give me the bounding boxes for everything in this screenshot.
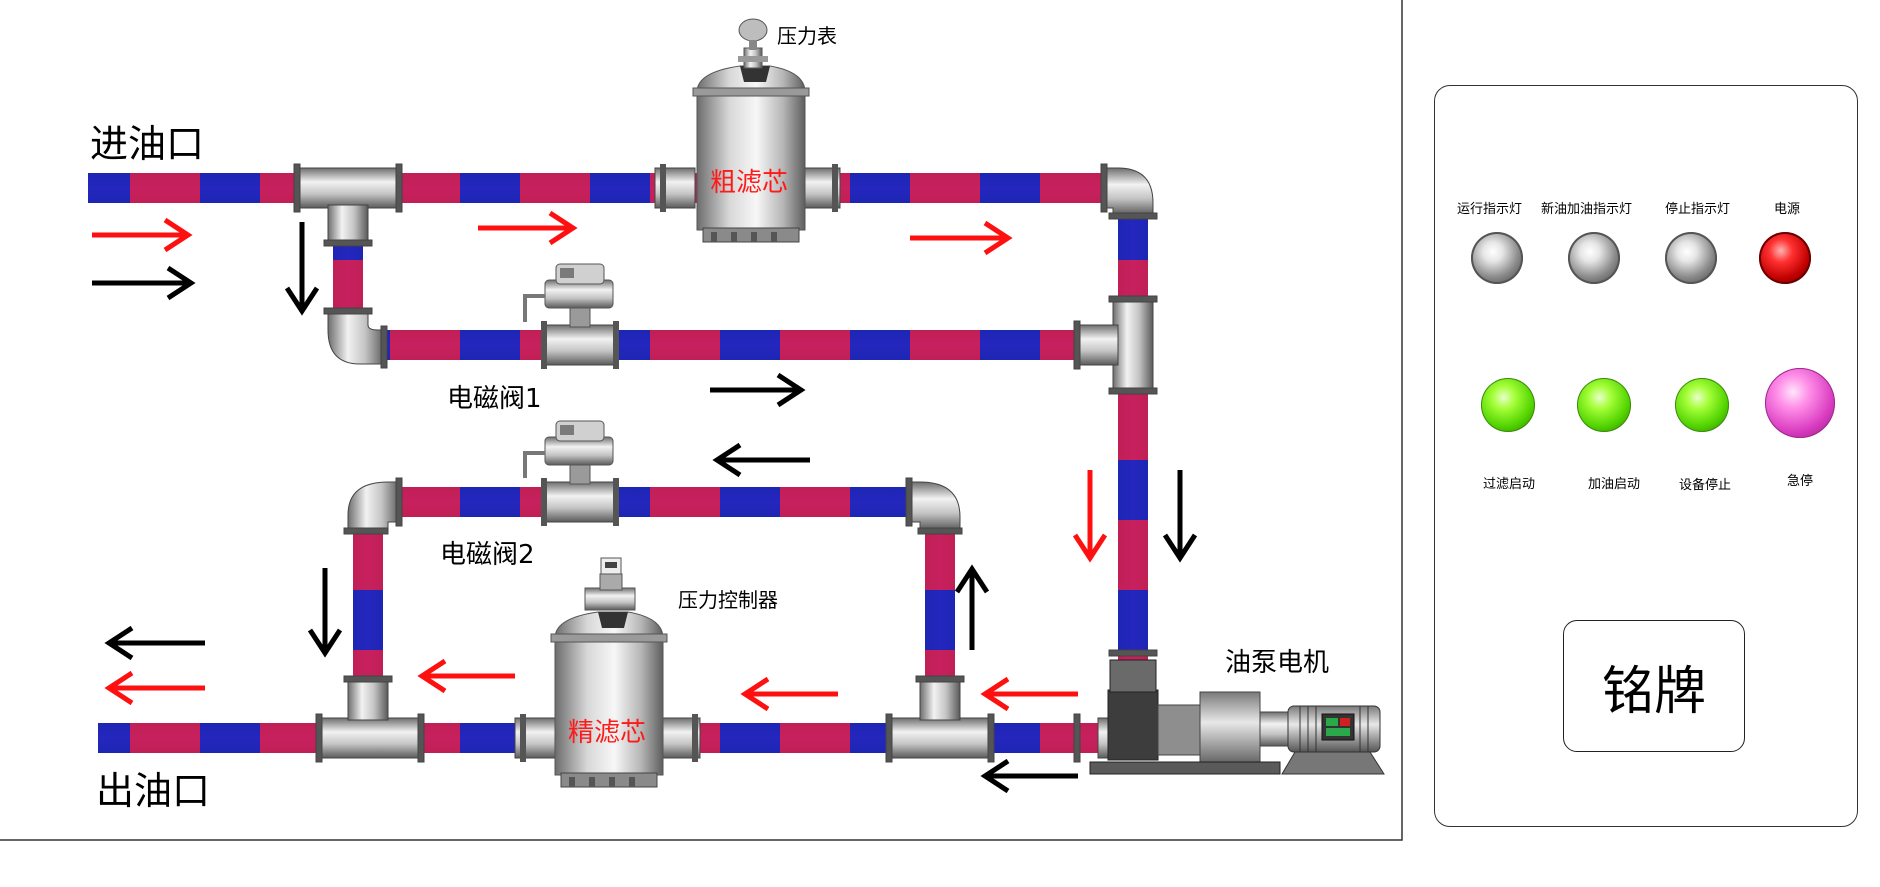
arrow-black-left-2 — [104, 625, 205, 661]
pressure-gauge-label: 压力表 — [777, 24, 837, 48]
arrow-red-right-2 — [478, 210, 578, 246]
coarse-filter-label: 粗滤芯 — [710, 168, 789, 198]
indicator-label-refuel: 新油加油指示灯 — [1541, 202, 1633, 217]
arrow-red-right-1 — [92, 217, 193, 253]
pressure-controller-label: 压力控制器 — [678, 588, 778, 612]
indicator-label-run: 运行指示灯 — [1457, 202, 1523, 217]
button-label-refuel-start: 加油启动 — [1588, 477, 1641, 492]
device-stop-button[interactable] — [1675, 378, 1729, 432]
pipe-top-main — [88, 173, 1118, 203]
fine-filter-label: 精滤芯 — [568, 718, 647, 748]
pipe-valve2-line — [388, 487, 933, 517]
arrow-black-right-1 — [92, 265, 196, 301]
arrow-black-down-2 — [1162, 470, 1198, 563]
arrow-red-left-2 — [740, 676, 838, 712]
solenoid-valve-1 — [523, 263, 619, 369]
solenoid-valve-1-label: 电磁阀1 — [447, 384, 542, 414]
button-label-emergency-stop: 急停 — [1787, 474, 1814, 489]
arrow-black-down-3 — [307, 568, 343, 658]
pipe-right-vertical — [1118, 203, 1148, 708]
indicator-lamp-refuel — [1568, 232, 1620, 284]
pump-motor-label: 油泵电机 — [1225, 648, 1330, 678]
arrow-red-left-3 — [980, 676, 1078, 712]
indicator-lamp-power — [1759, 232, 1811, 284]
arrow-red-left-4 — [104, 670, 205, 706]
indicator-lamp-stop — [1665, 232, 1717, 284]
flow-arrows — [92, 210, 1198, 794]
refuel-start-button[interactable] — [1577, 378, 1631, 432]
inlet-label: 进油口 — [90, 122, 205, 166]
indicator-lamp-run — [1471, 232, 1523, 284]
arrow-red-down-1 — [1072, 470, 1108, 563]
arrow-black-down-1 — [284, 222, 320, 316]
indicator-label-power: 电源 — [1774, 202, 1801, 217]
outlet-label: 出油口 — [96, 769, 211, 813]
solenoid-valve-2-label: 电磁阀2 — [440, 540, 535, 570]
coarse-filter — [654, 18, 841, 243]
pipe-valve1-line — [363, 330, 1108, 360]
arrow-black-right-2 — [710, 372, 806, 408]
arrow-black-left-3 — [980, 758, 1078, 794]
indicator-label-stop: 停止指示灯 — [1665, 202, 1731, 217]
fine-filter — [514, 557, 701, 788]
diagram-frame — [0, 0, 1403, 841]
button-label-device-stop: 设备停止 — [1679, 478, 1732, 493]
arrow-black-left-1 — [712, 442, 810, 478]
oil-pump-motor — [1089, 659, 1385, 775]
arrow-red-right-3 — [910, 220, 1013, 256]
solenoid-valve-2 — [523, 420, 619, 526]
pipe-left-vertical — [353, 517, 383, 687]
emergency-stop-button[interactable] — [1765, 368, 1835, 438]
arrow-black-up-1 — [954, 564, 990, 650]
filter-start-button[interactable] — [1481, 378, 1535, 432]
button-label-filter-start: 过滤启动 — [1483, 477, 1536, 492]
pipe-inner-vertical — [925, 517, 955, 687]
nameplate: 铭牌 — [1563, 620, 1745, 752]
arrow-red-left-1 — [417, 658, 515, 694]
